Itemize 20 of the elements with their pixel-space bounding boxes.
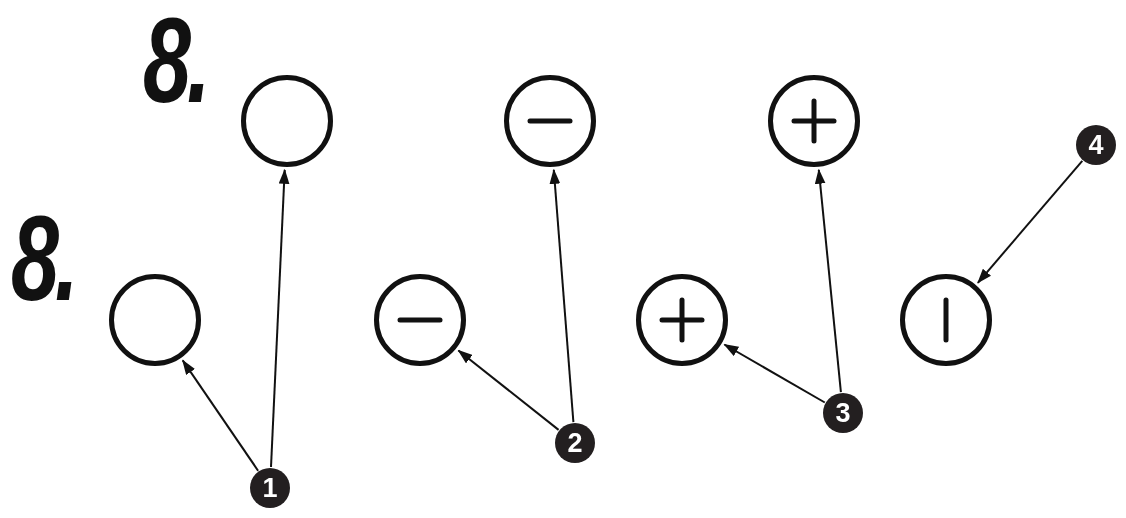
leader-arrow [181,359,260,472]
touch-button [374,274,466,366]
callout-number: 3 [823,393,863,433]
touch-button [900,274,992,366]
display-digit: 8. [11,210,75,306]
leader-arrow [270,168,290,468]
leader-arrow [814,168,842,394]
touch-button [636,274,728,366]
leader-arrow [976,159,1084,284]
leader-arrow [457,349,560,431]
display-digit: 8. [143,12,207,108]
touch-button [109,274,201,366]
callout-number: 4 [1076,125,1116,165]
touch-button [768,75,860,167]
callout-number: 2 [555,423,595,463]
touch-button [241,75,333,167]
callout-number: 1 [250,468,290,508]
leader-arrow [549,168,575,424]
touch-button [504,75,596,167]
leader-arrow [723,343,826,404]
